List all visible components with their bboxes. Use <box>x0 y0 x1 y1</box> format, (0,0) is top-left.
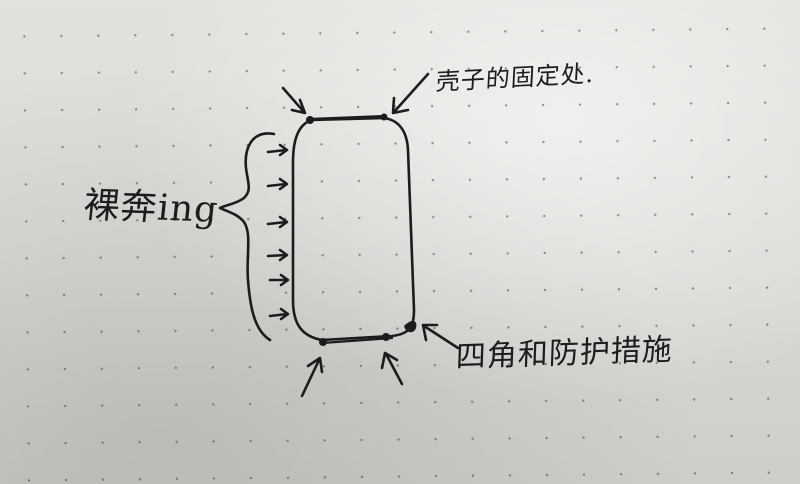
left-arrow-2 <box>266 177 289 191</box>
bottom-arrow-left <box>300 356 324 398</box>
fix-point-top-left <box>306 116 314 124</box>
bottom-band <box>320 336 394 345</box>
left-brace <box>218 132 276 342</box>
bottom-arrow-right <box>380 351 404 386</box>
left-arrow-1 <box>266 143 289 157</box>
left-arrow-6 <box>268 307 290 321</box>
top-left-arrow <box>281 86 307 115</box>
top-right-arrow <box>391 72 430 115</box>
fix-point-bottom-right <box>382 333 390 341</box>
naked-side-note: 裸奔ing <box>81 185 221 231</box>
fix-point-bottom-left <box>319 338 327 346</box>
corner-protection-note: 四角和防护措施 <box>455 332 674 376</box>
phone-outline <box>291 116 416 342</box>
corner-protector <box>404 320 417 333</box>
left-arrow-5 <box>268 273 290 287</box>
fix-point-top-right <box>380 113 388 121</box>
left-arrow-3 <box>266 215 289 229</box>
corner-arrow <box>421 323 460 350</box>
left-arrow-4 <box>266 248 289 262</box>
top-band <box>308 114 387 121</box>
